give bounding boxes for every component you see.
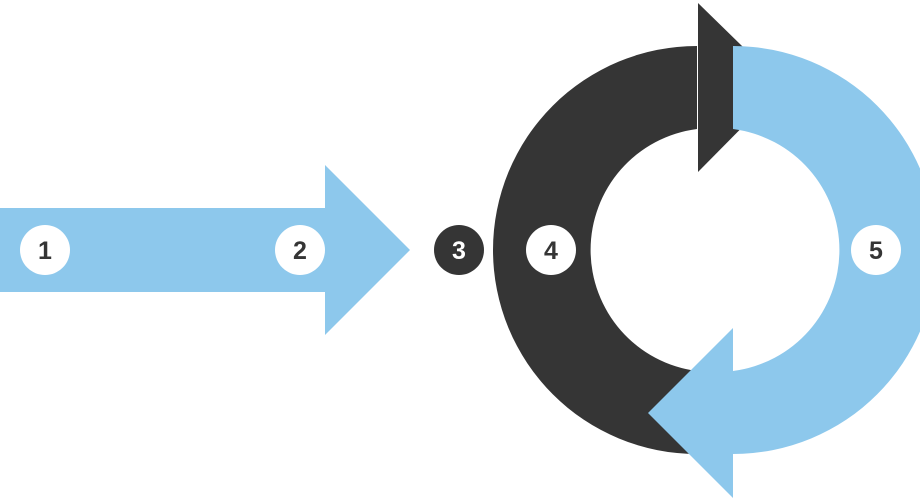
badge-5: 5 bbox=[851, 225, 901, 275]
svg-text:5: 5 bbox=[869, 237, 883, 265]
cycle-arrowhead-light bbox=[648, 328, 733, 498]
badge-1: 1 bbox=[20, 225, 70, 275]
svg-text:4: 4 bbox=[544, 237, 558, 265]
badge-3: 3 bbox=[434, 225, 484, 275]
badge-4: 4 bbox=[526, 225, 576, 275]
svg-text:3: 3 bbox=[452, 237, 466, 265]
cycle-arrow-light bbox=[733, 46, 920, 454]
cycle-arrow-dark bbox=[492, 46, 697, 454]
svg-text:2: 2 bbox=[293, 237, 307, 265]
svg-text:1: 1 bbox=[38, 237, 52, 265]
badge-2: 2 bbox=[275, 225, 325, 275]
straight-arrow bbox=[0, 165, 410, 335]
